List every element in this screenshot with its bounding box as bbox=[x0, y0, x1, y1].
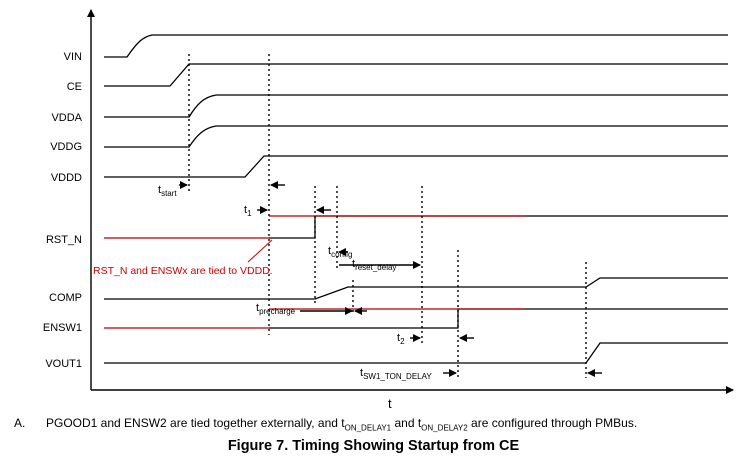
x-axis-label: t bbox=[388, 396, 392, 411]
label-t-reset-delay: treset_delay bbox=[352, 258, 396, 272]
signal-label-vin: VIN bbox=[64, 51, 82, 63]
waveform-rst-n bbox=[269, 215, 728, 239]
waveform-vdda bbox=[104, 94, 728, 118]
figure-caption: Figure 7. Timing Showing Startup from CE bbox=[227, 438, 520, 454]
waveform-comp bbox=[104, 277, 728, 300]
waveform-ensw1 bbox=[269, 308, 728, 329]
signal-label-vddd: VDDD bbox=[51, 172, 82, 184]
waveform-ensw1-tied bbox=[104, 308, 525, 329]
waveform-vout1 bbox=[104, 342, 728, 364]
label-t-start: tstart bbox=[158, 184, 177, 198]
signal-label-comp: COMP bbox=[49, 292, 82, 304]
footnote: A.PGOOD1 and ENSW2 are tied together ext… bbox=[14, 416, 638, 433]
signal-label-vddg: VDDG bbox=[50, 141, 82, 153]
signal-label-ensw1: ENSW1 bbox=[43, 322, 82, 334]
signal-label-rst-n: RST_N bbox=[46, 234, 82, 246]
signal-label-ce: CE bbox=[67, 81, 82, 93]
label-t-precharge: tprecharge bbox=[256, 302, 296, 316]
waveform-vddg bbox=[104, 125, 728, 148]
waveform-vin bbox=[104, 34, 728, 58]
label-t2: t2 bbox=[397, 332, 405, 346]
label-t-sw1-ton-delay: tSW1_TON_DELAY bbox=[360, 367, 432, 381]
waveform-ce bbox=[104, 63, 728, 87]
waveform-rst-n-tied bbox=[104, 215, 525, 239]
signal-label-vout1: VOUT1 bbox=[45, 358, 82, 370]
label-t-config: tconfig bbox=[328, 245, 352, 259]
signal-label-vdda: VDDA bbox=[51, 112, 82, 124]
annotation-leader bbox=[247, 239, 273, 263]
waveform-vddd bbox=[104, 155, 728, 178]
annotation-tied-vddd: RST_N and ENSWx are tied to VDDD. bbox=[93, 265, 273, 277]
label-t1: t1 bbox=[244, 204, 252, 218]
